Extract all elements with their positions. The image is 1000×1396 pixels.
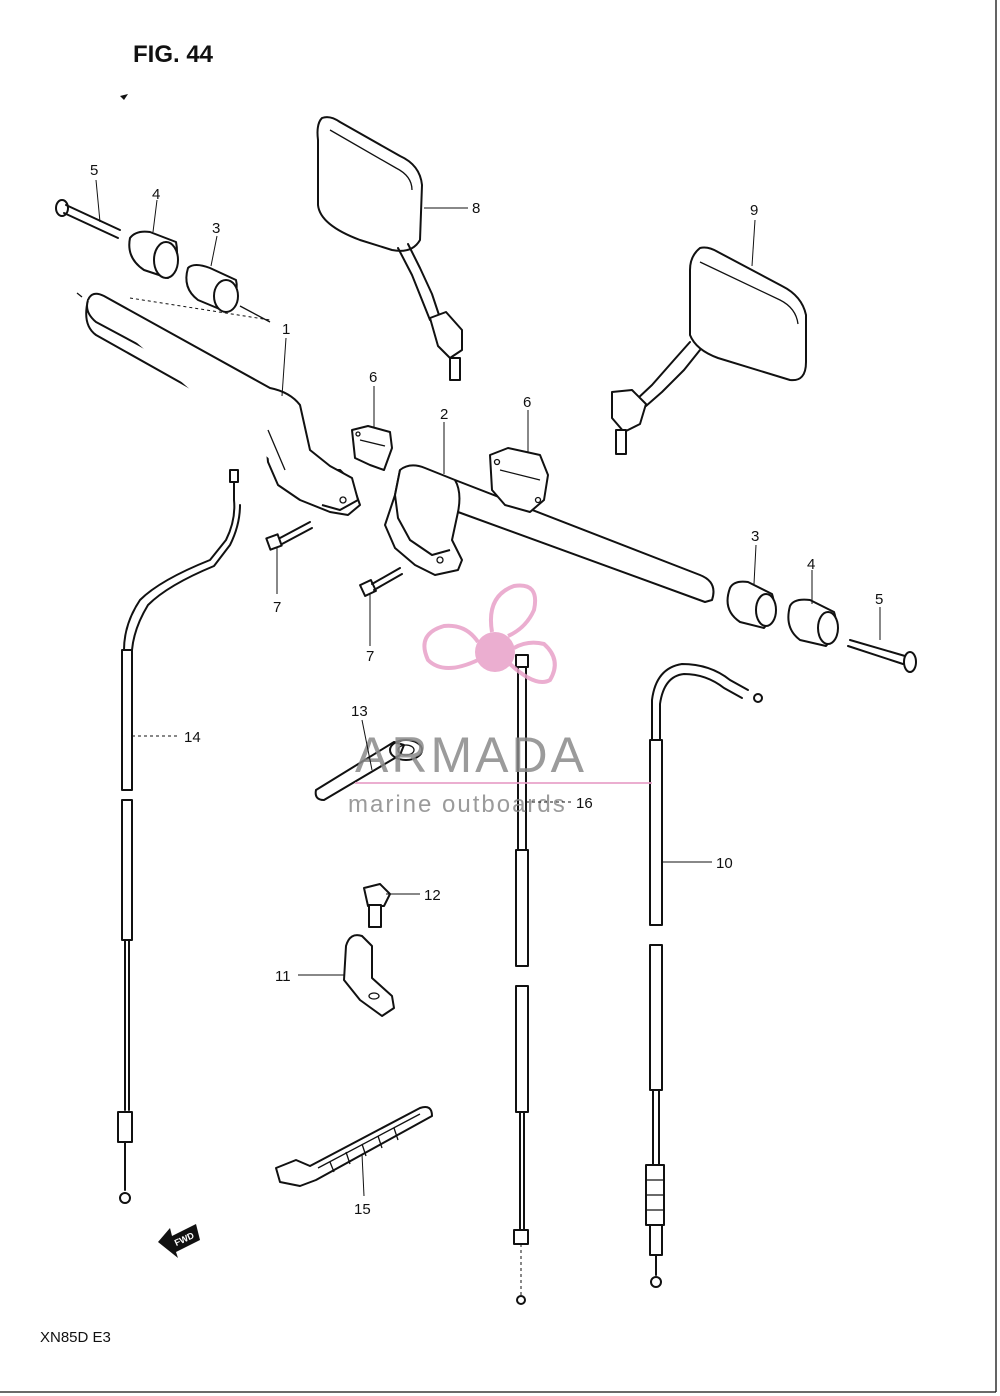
watermark: ARMADA marine outboards <box>348 583 652 818</box>
watermark-brand: ARMADA <box>355 727 587 783</box>
watermark-tagline: marine outboards <box>348 791 567 818</box>
callout-16: 16 <box>576 795 593 812</box>
callout-6-right: 6 <box>523 394 531 411</box>
callout-7-left: 7 <box>273 599 281 616</box>
propeller-logo-icon <box>422 583 557 684</box>
forward-arrow-icon: FWD <box>158 1224 200 1258</box>
stray-mark <box>120 94 128 100</box>
callout-3-right: 3 <box>751 528 759 545</box>
bar-end-screw-left <box>55 199 121 239</box>
mirror-right <box>611 246 807 455</box>
callout-2: 2 <box>440 406 448 423</box>
callout-5-left: 5 <box>90 162 98 179</box>
throttle-cable-2 <box>513 654 529 1305</box>
holder-bolt-2 <box>359 567 403 597</box>
callout-10: 10 <box>716 855 733 872</box>
model-code: XN85D E3 <box>40 1329 111 1346</box>
right-handlebar <box>384 464 715 603</box>
callout-1: 1 <box>282 321 290 338</box>
callout-13: 13 <box>351 703 368 720</box>
callout-6-left: 6 <box>369 369 377 386</box>
callout-3-left: 3 <box>212 220 220 237</box>
bar-end-weight-left <box>128 230 179 279</box>
left-handlebar <box>76 292 361 516</box>
throttle-cable-1 <box>645 663 763 1288</box>
grip-collar-left <box>185 264 239 313</box>
holder-left <box>351 425 393 471</box>
callout-15: 15 <box>354 1201 371 1218</box>
callout-leaders <box>95 179 881 1197</box>
clutch-cable <box>117 469 241 1204</box>
callout-11: 11 <box>275 968 291 985</box>
cable-tie <box>275 1106 433 1187</box>
callout-9: 9 <box>750 202 758 219</box>
callout-14: 14 <box>184 729 201 746</box>
bar-end-screw-right <box>847 639 917 673</box>
callout-7-right: 7 <box>366 648 374 665</box>
holder-right <box>489 447 549 513</box>
bar-end-weight-right <box>787 598 839 647</box>
cable-guide <box>314 739 423 801</box>
grip-collar-right <box>726 580 777 629</box>
clamp-bolt <box>363 883 391 928</box>
callouts: 5 4 3 1 8 9 6 2 6 7 7 3 4 5 14 13 16 10 … <box>90 162 883 1218</box>
callout-12: 12 <box>424 887 441 904</box>
mirror-left <box>316 116 463 381</box>
holder-bolt-1 <box>265 521 313 551</box>
callout-4-left: 4 <box>152 186 160 203</box>
callout-8: 8 <box>472 200 480 217</box>
cable-clamp <box>343 934 395 1017</box>
callout-5-right: 5 <box>875 591 883 608</box>
callout-4-right: 4 <box>807 556 815 573</box>
figure-title: FIG. 44 <box>133 41 214 68</box>
